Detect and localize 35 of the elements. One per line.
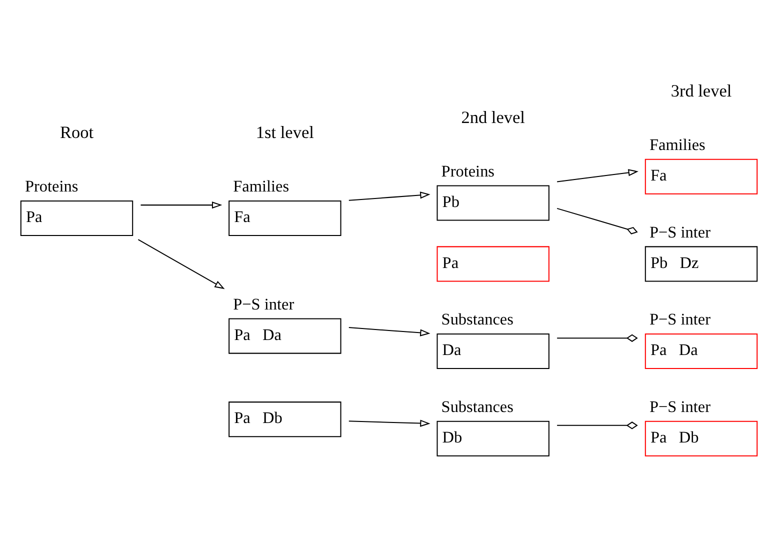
node-box: Pa [436, 246, 550, 282]
node-box: Pa Da [644, 333, 758, 369]
arrow [138, 238, 225, 289]
arrow [348, 191, 430, 200]
node-box: Da [436, 333, 550, 369]
node-label: Substances [441, 310, 514, 328]
node-box: Pa Db [228, 401, 342, 437]
node-label: P−S inter [649, 310, 710, 328]
node-box: Pa Da [228, 318, 342, 354]
arrow [140, 201, 222, 208]
label: 2nd level [461, 107, 525, 126]
node-box: Pb Dz [644, 246, 758, 282]
node-label: P−S inter [233, 294, 294, 313]
node-box: Fa [644, 158, 758, 194]
label: 1st level [256, 122, 314, 142]
arrow [557, 168, 638, 182]
connector [557, 421, 638, 429]
label: Root [60, 122, 94, 142]
connector [556, 207, 638, 234]
node-box: Pa Db [644, 420, 758, 456]
node-label: Substances [441, 398, 514, 416]
arrow [348, 326, 430, 336]
node-label: P−S inter [649, 222, 710, 241]
node-box: Pb [436, 184, 550, 220]
node-label: Families [649, 136, 706, 154]
node-box: Fa [228, 200, 342, 236]
node-label: Families [233, 177, 290, 196]
arrow [348, 419, 430, 426]
node-label: Proteins [24, 177, 78, 196]
label: 3rd level [670, 81, 732, 100]
node-label: P−S inter [649, 398, 710, 416]
node-box: Db [436, 420, 550, 456]
node-label: Proteins [441, 162, 495, 180]
connector [557, 334, 638, 342]
node-box: Pa [20, 200, 134, 236]
